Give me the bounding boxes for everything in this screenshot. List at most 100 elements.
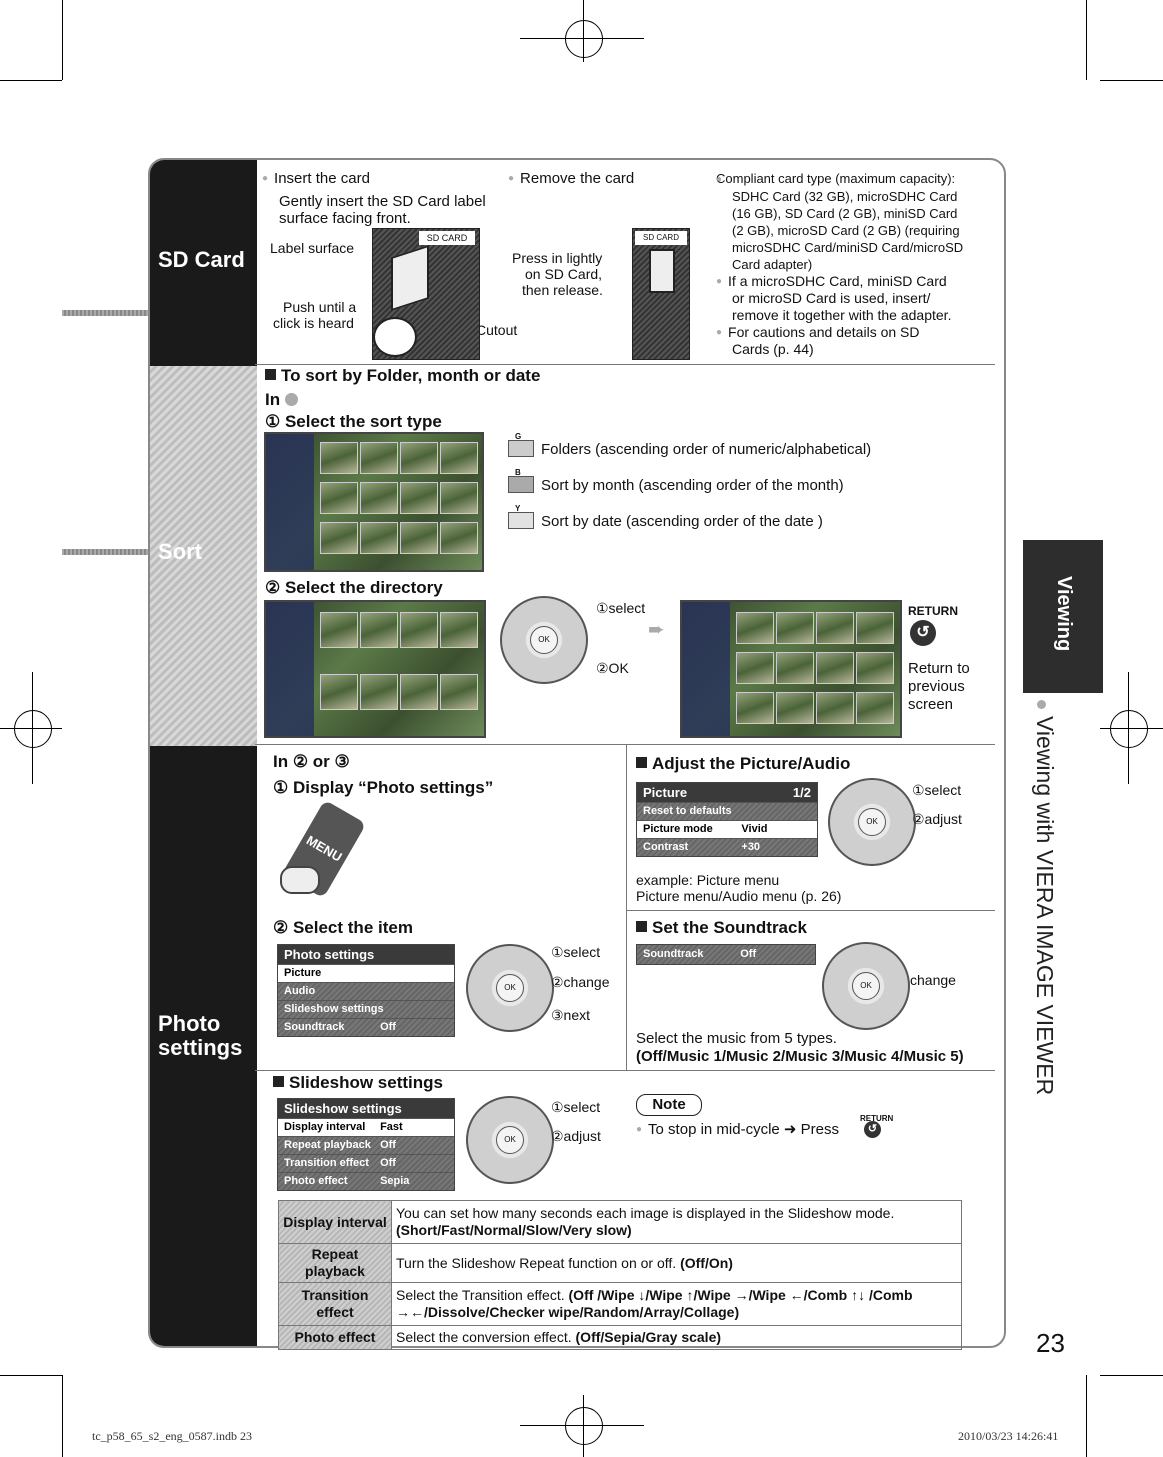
divider — [255, 364, 995, 365]
divider — [626, 744, 627, 1070]
photo-thumb — [736, 612, 774, 644]
square-bullet-icon — [273, 1076, 284, 1087]
divider — [255, 744, 995, 745]
menu-item-value: Off — [740, 948, 757, 960]
compliant-line: Card adapter) — [732, 257, 813, 272]
music-text: Select the music from 5 types. — [636, 1030, 837, 1047]
dpad-icon: OK — [822, 942, 910, 1030]
photo-thumb — [400, 612, 438, 648]
sort-heading: To sort by Folder, month or date — [265, 366, 540, 386]
info-panel — [266, 434, 314, 570]
page-number: 23 — [1036, 1328, 1065, 1358]
info-panel — [682, 602, 730, 736]
registration-mark — [0, 728, 62, 729]
ok-button-icon: OK — [852, 972, 880, 1000]
table-options: (Off/Sepia/Gray scale) — [575, 1329, 722, 1345]
pointing-hand-icon — [280, 866, 320, 894]
sort-step1: ① Select the sort type — [265, 412, 442, 431]
sort-in-label: In — [265, 390, 298, 410]
photo-thumb — [440, 522, 478, 554]
photo-thumb — [736, 692, 774, 724]
note-return-label: RETURN — [860, 1114, 894, 1123]
menu-item-soundtrack[interactable]: Soundtrack Off — [278, 1018, 454, 1036]
return-label: RETURN — [908, 604, 958, 618]
press-text: Press in lightly — [512, 250, 603, 266]
menu-item-label: Slideshow settings — [284, 1003, 384, 1015]
music-options: (Off/Music 1/Music 2/Music 3/Music 4/Mus… — [636, 1048, 964, 1065]
table-options: (Off/On) — [680, 1254, 733, 1271]
table-text: You can set how many seconds each image … — [396, 1205, 895, 1221]
photo-settings-menu: Photo settings Picture Audio Slideshow s… — [277, 944, 455, 1037]
menu-item-label: Soundtrack — [284, 1021, 345, 1033]
return-button-icon: ↺ — [864, 1121, 881, 1138]
table-row: Display interval You can set how many se… — [278, 1200, 962, 1244]
in-text: In — [265, 390, 281, 409]
menu-item-reset[interactable]: Reset to defaults — [637, 802, 817, 820]
menu-item-picture[interactable]: Picture — [278, 964, 454, 982]
ok-button-icon: OK — [858, 808, 886, 836]
section-label-sort: Sort — [158, 539, 202, 564]
photo-viewer-screen — [264, 432, 484, 572]
info-panel — [266, 602, 314, 736]
arrow-right-icon: ➨ — [648, 619, 665, 641]
menu-item-contrast[interactable]: Contrast+30 — [637, 838, 817, 856]
compliant-list: Compliant card type (maximum capacity): — [716, 170, 998, 187]
compliant-line: microSDHC Card/miniSD Card/microSD — [732, 240, 964, 255]
caution-line: Cards (p. 44) — [732, 341, 814, 357]
registration-mark — [565, 1407, 603, 1445]
menu-page: 1/2 — [792, 785, 811, 800]
return-text: Return to — [908, 660, 970, 677]
push-text: Push until a — [283, 299, 357, 315]
photo-viewer-screen — [680, 600, 902, 738]
sd-card-icon — [649, 249, 675, 293]
callout-select: ①select — [912, 782, 962, 798]
table-text: Turn the Slideshow Repeat function on or… — [396, 1254, 677, 1271]
table-row: Transition effect Select the Transition … — [278, 1282, 962, 1326]
photo-thumb — [320, 612, 358, 648]
slot-label: SD CARD — [419, 231, 475, 245]
menu-item-label: Repeat playback — [284, 1139, 371, 1151]
table-text: Select the conversion effect. — [396, 1329, 572, 1345]
menu-item-value: Sepia — [380, 1175, 410, 1187]
slideshow-settings-table: Display interval You can set how many se… — [278, 1200, 962, 1350]
menu-item-slideshow[interactable]: Slideshow settings — [278, 1000, 454, 1018]
slideshow-heading-text: Slideshow settings — [289, 1073, 443, 1092]
menu-item-label: Reset to defaults — [643, 805, 732, 817]
option-month: Sort by month (ascending order of the mo… — [541, 477, 844, 494]
press-text: then release. — [522, 282, 603, 298]
menu-ref-text: Picture menu/Audio menu (p. 26) — [636, 888, 842, 904]
menu-item-value: Off — [380, 1157, 396, 1169]
soundtrack-heading: Set the Soundtrack — [636, 918, 807, 938]
cutout-text: Cutout — [476, 322, 518, 338]
table-cell: Select the conversion effect. (Off/Sepia… — [391, 1325, 962, 1350]
menu-item-repeat[interactable]: Repeat playback Off — [278, 1136, 454, 1154]
key-letter: B — [515, 468, 521, 477]
photo-thumb — [856, 652, 894, 684]
registration-mark — [14, 710, 52, 748]
sort-heading-text: To sort by Folder, month or date — [281, 366, 541, 385]
menu-item-value: Off — [380, 1021, 396, 1033]
photo-thumb — [440, 482, 478, 514]
photo-thumb — [736, 652, 774, 684]
callout-adjust: ②adjust — [551, 1128, 601, 1144]
content-frame: SD Card Sort Photo settings — [148, 158, 1006, 1348]
footer-file: tc_p58_65_s2_eng_0587.indb 23 — [92, 1429, 252, 1443]
photo-step2: ② Select the item — [273, 918, 413, 937]
menu-button-label: MENU — [303, 832, 345, 865]
label-surface-text: Label surface — [270, 240, 355, 256]
compliant-line: Compliant card type (maximum capacity): — [716, 171, 956, 186]
dpad-icon: OK — [828, 778, 916, 866]
tv-slot-illustration: SD CARD — [372, 228, 480, 360]
menu-item-audio[interactable]: Audio — [278, 982, 454, 1000]
menu-item-value: Off — [380, 1139, 396, 1151]
micro-line: If a microSDHC Card, miniSD Card — [716, 273, 947, 290]
margin-bar — [62, 549, 148, 555]
callout-select: ①select — [551, 1099, 601, 1115]
ok-button-icon: OK — [496, 974, 524, 1002]
